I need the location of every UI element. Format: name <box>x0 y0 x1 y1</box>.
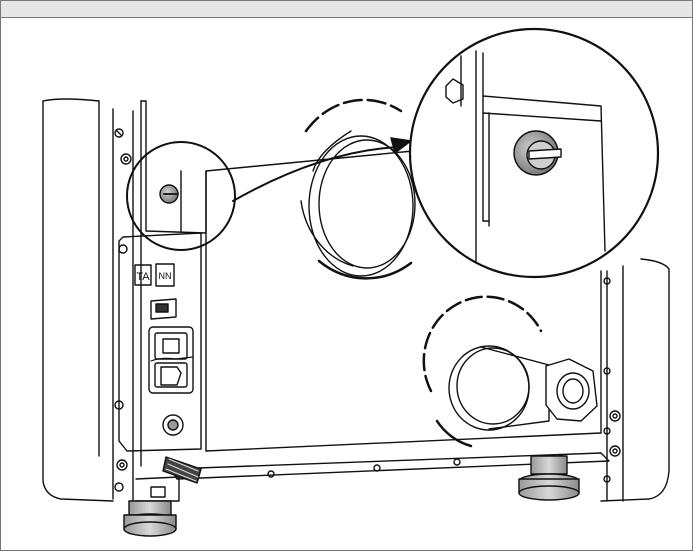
hose-fitting <box>162 456 202 484</box>
power-inlet <box>148 326 194 394</box>
control-strip: TA NN <box>114 232 202 452</box>
ta-label: TA <box>136 271 150 283</box>
knob-zoomed <box>513 130 562 176</box>
right-cabinet-side <box>600 258 670 502</box>
small-callout <box>126 141 236 251</box>
terminal-block <box>155 263 175 287</box>
round-connector <box>162 414 184 436</box>
rear-panel <box>135 100 610 502</box>
appliance-rear-diagram: TA NN <box>42 27 670 537</box>
upper-duct <box>300 98 416 280</box>
callout-arrow <box>232 137 412 202</box>
lower-pipe <box>422 295 598 448</box>
top-bar <box>1 1 692 18</box>
terminal-label: NN <box>159 271 172 281</box>
left-foot <box>123 500 177 537</box>
drawing-stage: TA NN <box>1 18 692 550</box>
right-foot <box>518 455 580 501</box>
left-cabinet-side <box>42 98 134 502</box>
ta-label-box <box>134 264 152 286</box>
zoom-callout <box>408 27 660 279</box>
small-switch <box>150 298 177 320</box>
